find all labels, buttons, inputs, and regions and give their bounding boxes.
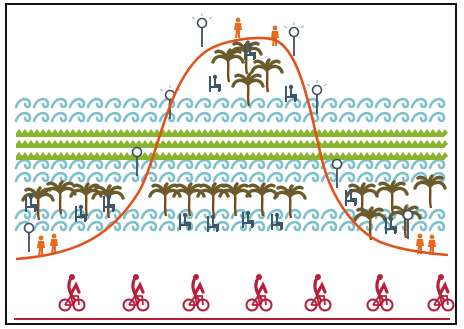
person-icon [428, 234, 436, 255]
bench-icon [242, 210, 254, 228]
bench-icon [103, 194, 115, 212]
cyclist-icon [182, 274, 210, 312]
palm-tree-icon [245, 182, 279, 217]
palm-tree-icon [231, 72, 265, 107]
cyclist-row [58, 274, 455, 312]
wave-icon [16, 160, 448, 168]
cyclist-icon [122, 274, 150, 312]
palm-tree-icon [250, 58, 284, 93]
wave-icon [16, 222, 448, 230]
palm-tree-icon [43, 180, 77, 215]
grass-strips [16, 129, 448, 160]
cyclist-icon [366, 274, 394, 312]
street-lamp-icon [306, 80, 328, 114]
cyclist-icon [304, 274, 332, 312]
bench-icon [271, 212, 283, 230]
grass-strip-icon [16, 152, 448, 160]
palm-tree-icon [273, 184, 307, 219]
palm-tree-icon [69, 182, 103, 217]
palm-tree-icon [413, 174, 447, 209]
cyclist-icon [427, 274, 455, 312]
bench-icon [385, 216, 397, 234]
street-lamp-icon [191, 13, 213, 47]
bench-icon [207, 214, 219, 232]
street-lamp-icon [326, 154, 348, 188]
bell-curve [15, 36, 449, 261]
cyclist-icon [245, 274, 273, 312]
bench-icon [285, 84, 297, 102]
bench-icon [345, 188, 357, 206]
grass-strip-icon [16, 140, 448, 148]
street-lamp-icon [397, 205, 419, 239]
grass-strip-icon [16, 129, 448, 137]
bench-icon [244, 42, 256, 60]
bench-icon [179, 212, 191, 230]
palm-tree-icon [91, 184, 125, 219]
wave-icon [16, 113, 448, 121]
person-icon [50, 233, 58, 254]
cyclist-icon [58, 274, 86, 312]
person-icon [234, 17, 242, 38]
frame-border [5, 3, 457, 325]
person-icon [37, 235, 45, 256]
street-lamp-icon [126, 142, 148, 176]
wave-icon [16, 99, 448, 107]
palm-tree-icon [211, 48, 245, 83]
street-lamp-icon [18, 218, 40, 252]
wave-icon [16, 173, 448, 181]
bench-icon [75, 204, 87, 222]
bench-icon [209, 74, 221, 92]
park-icons [18, 13, 447, 256]
person-icon [271, 25, 279, 46]
bench-icon [25, 194, 37, 212]
street-lamp-icon [283, 22, 305, 56]
